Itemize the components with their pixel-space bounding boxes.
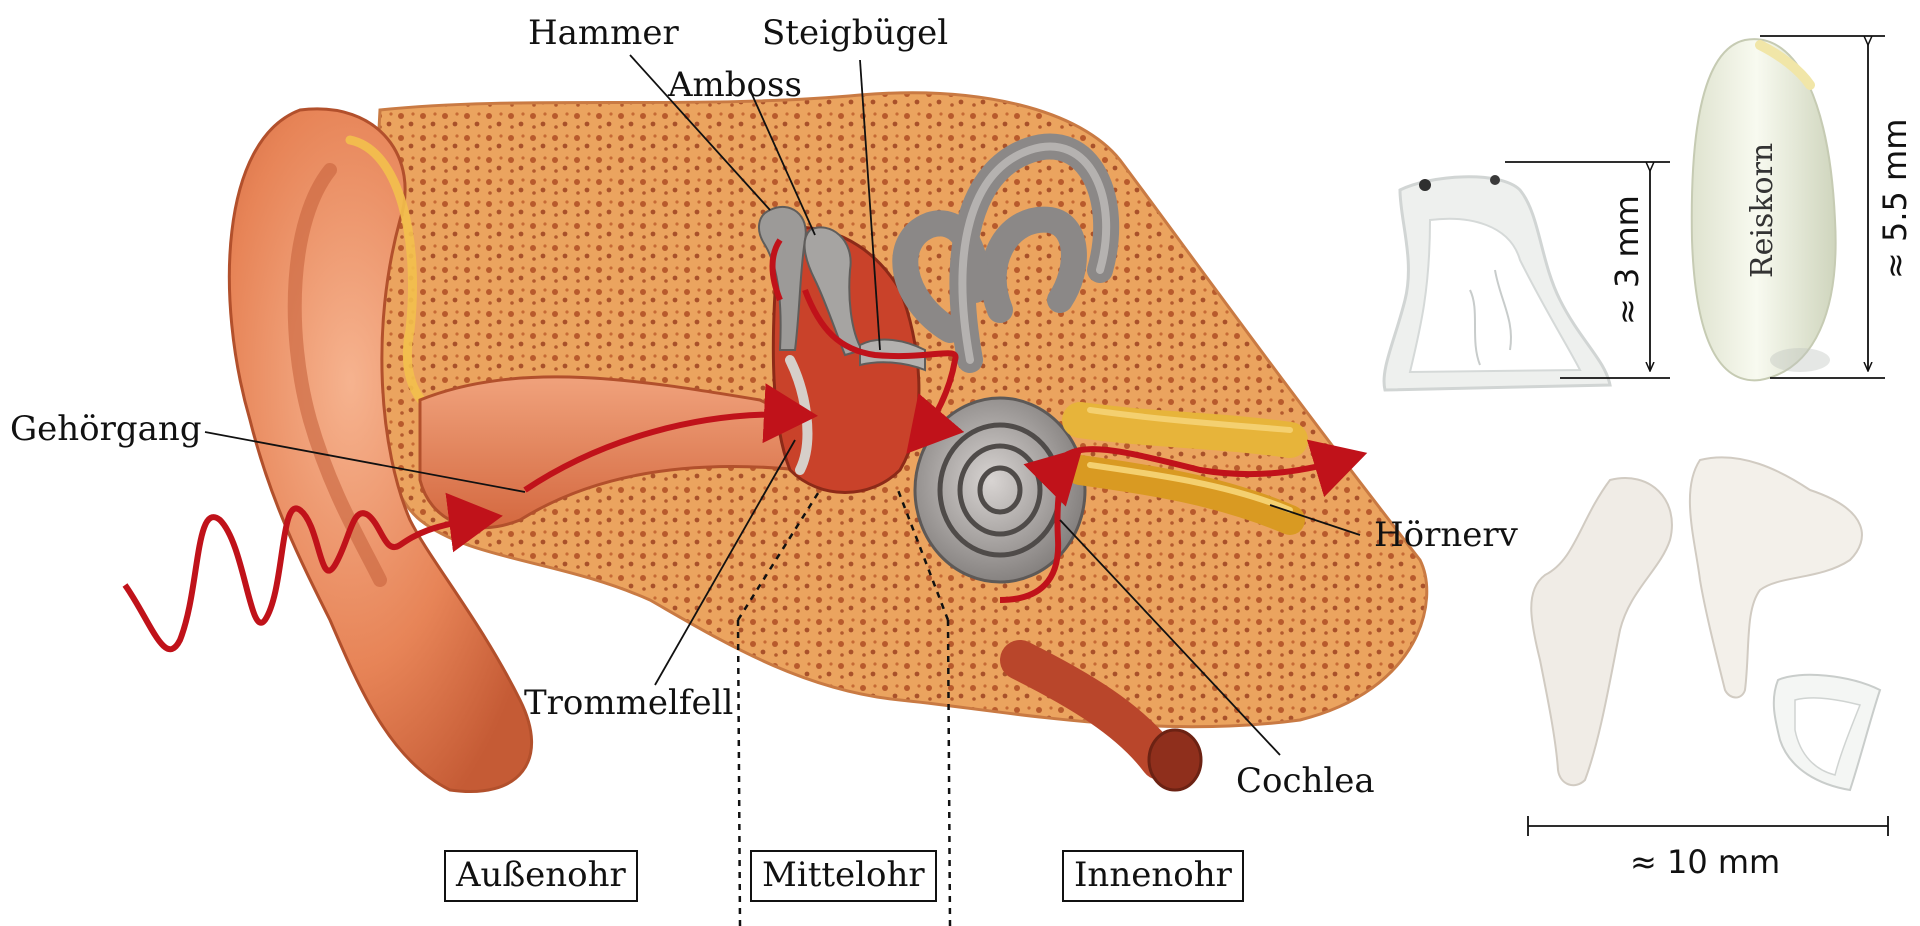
ossicle-hammer — [758, 205, 807, 351]
ossicles-width-label: ≈ 10 mm — [1630, 843, 1781, 881]
rice-dimension — [1760, 35, 1885, 379]
label-hammer: Hammer — [528, 13, 679, 53]
rice-grain-photo — [1690, 38, 1837, 382]
region-separators — [736, 489, 952, 926]
ossicles-dimension — [1527, 816, 1889, 836]
ossicle-sound-arrow — [769, 238, 956, 440]
hammer-specimen-photo — [1530, 477, 1673, 787]
auditory-nerve — [1062, 402, 1308, 535]
blood-vessel — [1000, 640, 1180, 780]
region-mittelohr: Mittelohr — [750, 850, 937, 902]
amboss-specimen-photo — [1688, 456, 1863, 699]
rice-label: Reiskorn — [1745, 142, 1780, 278]
label-cochlea: Cochlea — [1236, 761, 1375, 801]
region-innenohr: Innenohr — [1062, 850, 1244, 902]
label-amboss: Amboss — [668, 65, 802, 105]
label-steigbuegel: Steigbügel — [762, 13, 949, 53]
label-gehoergang: Gehörgang — [10, 409, 202, 449]
canal-sound-arrow — [523, 383, 818, 493]
region-aussenohr: Außenohr — [444, 850, 638, 902]
nerve-sound-arrow — [1057, 439, 1368, 498]
stapes-dimension — [1505, 161, 1670, 379]
leader-lines — [204, 54, 1361, 756]
stapes-height-label: ≈ 3 mm — [1608, 195, 1646, 325]
rice-height-label: ≈ 5.5 mm — [1876, 118, 1914, 279]
sound-wave-arrow — [122, 492, 503, 652]
pinna — [227, 107, 533, 793]
label-trommelfell: Trommelfell — [524, 683, 734, 723]
pinna-fold — [287, 163, 387, 587]
label-hoernerv: Hörnerv — [1374, 515, 1518, 555]
cochlea-sound-arrow — [999, 447, 1083, 603]
